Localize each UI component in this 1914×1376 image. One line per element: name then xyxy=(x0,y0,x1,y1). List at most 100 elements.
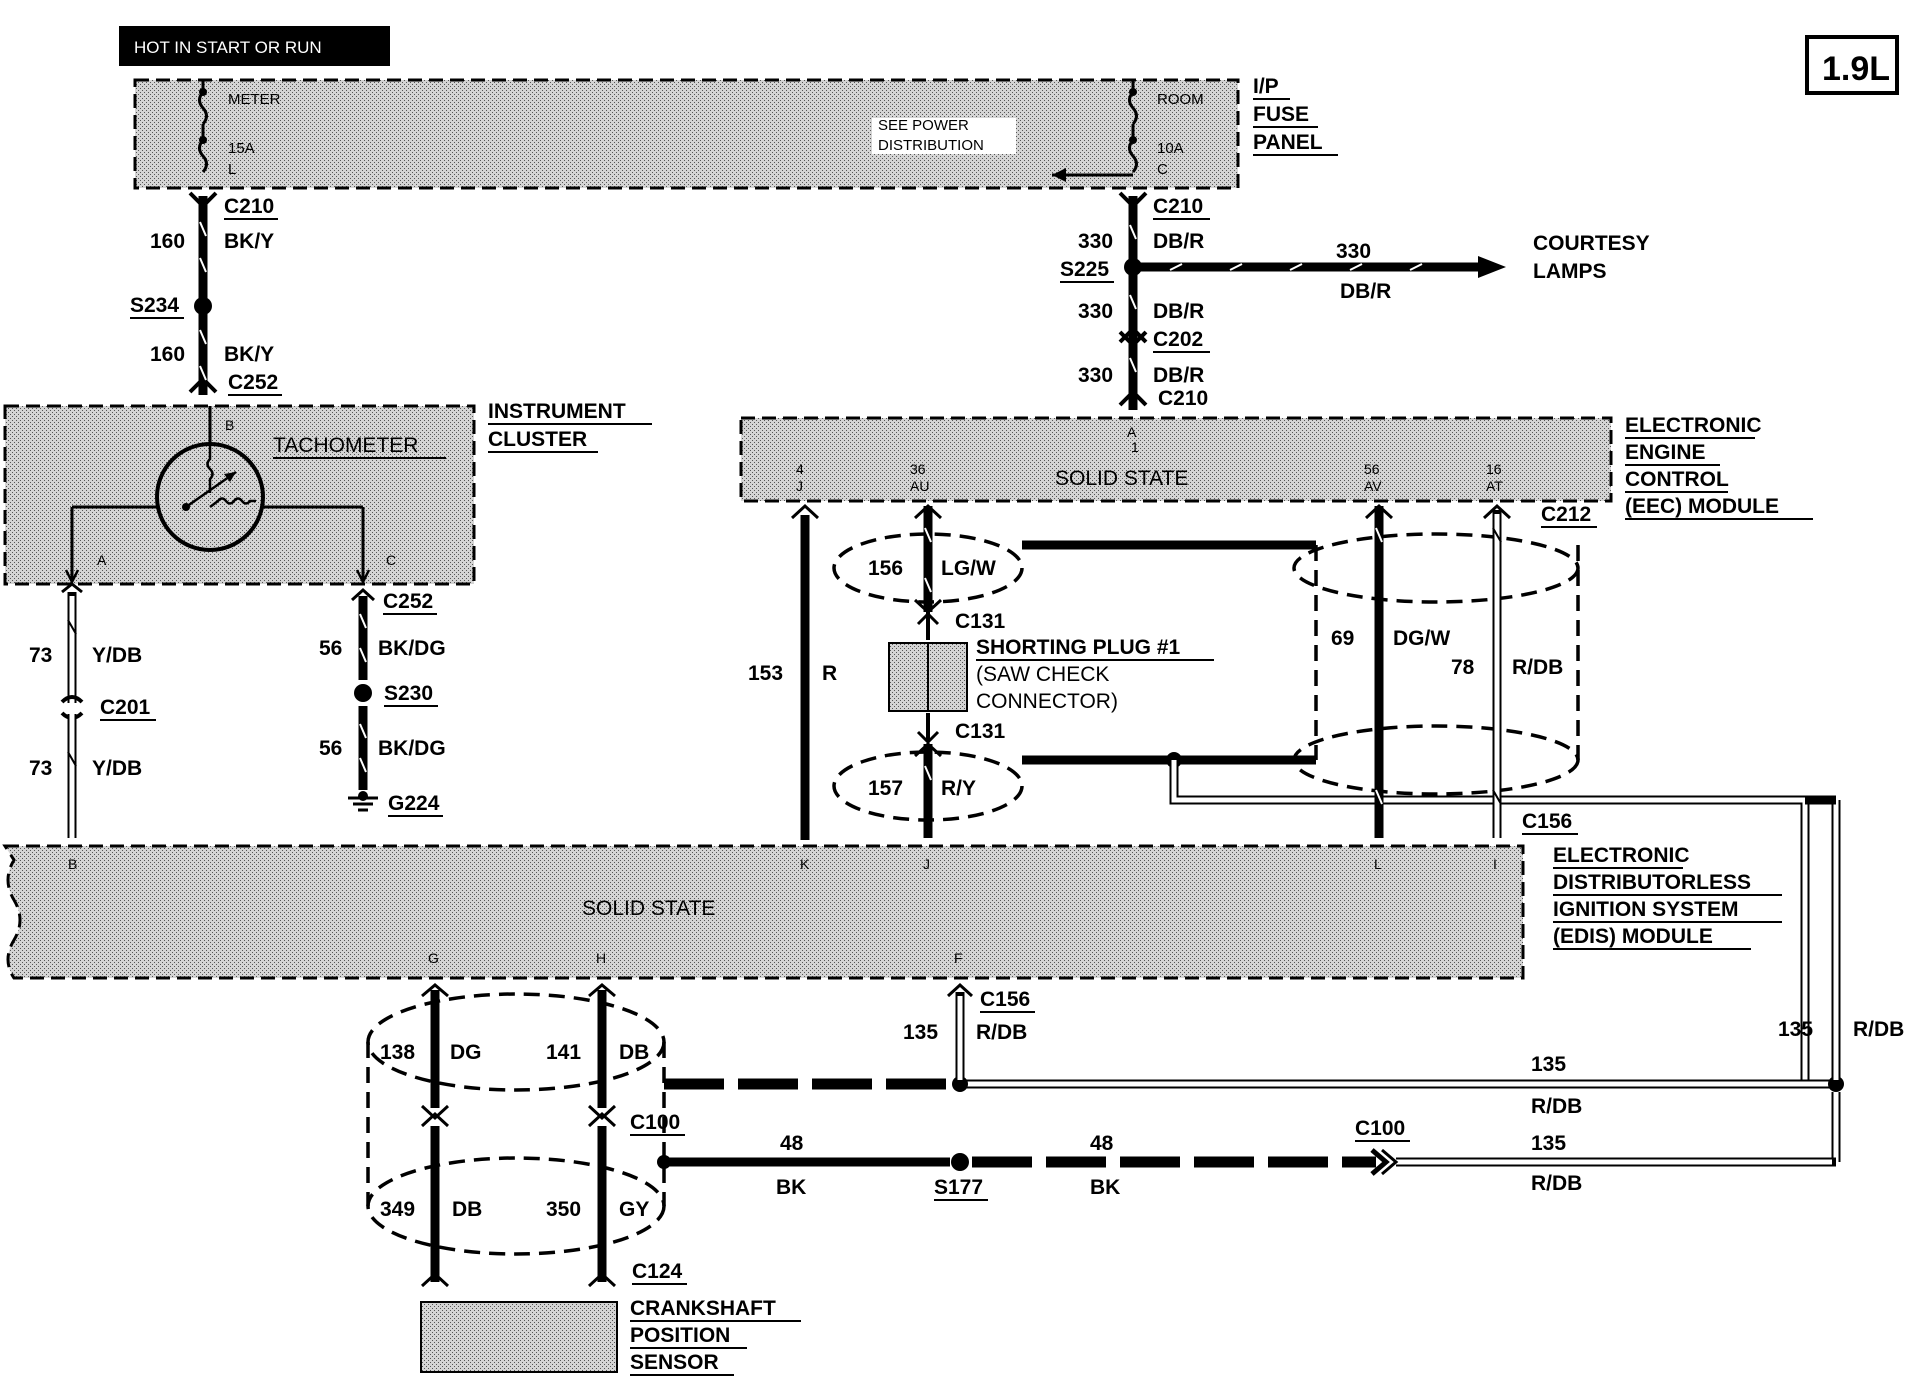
edis-pins: B K J L I G H F xyxy=(68,856,1497,966)
svg-text:ENGINE: ENGINE xyxy=(1625,441,1706,464)
eec-module-box xyxy=(739,416,1613,503)
svg-text:SHORTING PLUG #1: SHORTING PLUG #1 xyxy=(976,636,1181,659)
svg-text:CONTROL: CONTROL xyxy=(1625,468,1729,491)
branch-330-number: 330 xyxy=(1336,240,1371,263)
wire-138 xyxy=(420,983,450,1282)
wire-73-number: 73 xyxy=(29,644,52,667)
svg-text:CRANKSHAFT: CRANKSHAFT xyxy=(630,1297,776,1320)
wire-157 xyxy=(913,741,943,838)
wire-141-number: 141 xyxy=(546,1041,581,1064)
tach-pin-a: A xyxy=(97,552,107,568)
shield-drain-wire xyxy=(1022,540,1810,1084)
room-fuse-pin: C xyxy=(1157,161,1168,178)
svg-text:DISTRIBUTORLESS: DISTRIBUTORLESS xyxy=(1553,871,1751,894)
wire-141-color: DB xyxy=(619,1041,649,1064)
svg-text:IGNITION SYSTEM: IGNITION SYSTEM xyxy=(1553,898,1739,921)
wire-330-color: DB/R xyxy=(1153,230,1204,253)
wire-135-low-number: 135 xyxy=(1531,1132,1566,1155)
wire-330 xyxy=(1118,191,1148,410)
wire-56-number-2: 56 xyxy=(319,737,342,760)
shield-bottom-69-78 xyxy=(1292,724,1580,796)
instrument-cluster-box xyxy=(3,404,476,586)
svg-text:POSITION: POSITION xyxy=(630,1324,730,1347)
wire-141 xyxy=(587,983,617,1282)
connector-c131-top: C131 xyxy=(955,610,1006,633)
fuse-panel-note-bg xyxy=(872,118,1016,154)
splice-s177: S177 xyxy=(934,1176,983,1199)
connector-c201: C201 xyxy=(100,696,151,719)
eec-pin-4-letter: J xyxy=(796,478,803,494)
wire-73-number-2: 73 xyxy=(29,757,52,780)
room-fuse-name: ROOM xyxy=(1157,91,1204,108)
splice-s234: S234 xyxy=(130,294,179,317)
tachometer xyxy=(64,406,371,585)
shield-top-69-78 xyxy=(1292,532,1580,604)
svg-text:(EEC) MODULE: (EEC) MODULE xyxy=(1625,495,1779,518)
edis-module-box xyxy=(2,844,1525,980)
connector-c100-right: C100 xyxy=(1355,1117,1405,1140)
svg-text:G: G xyxy=(428,950,439,966)
svg-text:(SAW CHECK: (SAW CHECK xyxy=(976,663,1109,686)
svg-text:ELECTRONIC: ELECTRONIC xyxy=(1553,844,1690,867)
wire-349-color: DB xyxy=(452,1198,482,1221)
ip-fuse-panel xyxy=(133,78,1240,190)
svg-text:PANEL: PANEL xyxy=(1253,131,1323,154)
wire-56-color-2: BK/DG xyxy=(378,737,446,760)
wire-350-number: 350 xyxy=(546,1198,581,1221)
wire-156-color: LG/W xyxy=(941,557,996,580)
svg-text:SENSOR: SENSOR xyxy=(630,1351,719,1374)
eec-pin-1-letter: A xyxy=(1127,424,1137,440)
svg-text:FUSE: FUSE xyxy=(1253,103,1309,126)
svg-text:HOT IN START OR RUN: HOT IN START OR RUN xyxy=(134,38,322,57)
fuse-panel-note-line-1: SEE POWER xyxy=(878,117,969,134)
tachometer-label: TACHOMETER xyxy=(273,434,418,457)
fuse-panel-name: I/P FUSE PANEL xyxy=(1253,75,1338,156)
meter-fuse xyxy=(198,80,208,173)
connector-c252-bottom: C252 xyxy=(383,590,433,613)
wire-73-color: Y/DB xyxy=(92,644,142,667)
svg-text:I: I xyxy=(1493,856,1497,872)
wire-48 xyxy=(657,1148,1399,1176)
instrument-cluster-name: INSTRUMENT CLUSTER xyxy=(488,400,652,453)
svg-text:ELECTRONIC: ELECTRONIC xyxy=(1625,414,1762,437)
wire-160-color-2: BK/Y xyxy=(224,343,274,366)
svg-text:I/P: I/P xyxy=(1253,75,1279,98)
wire-153 xyxy=(790,503,820,840)
wire-135-mid-number: 135 xyxy=(1531,1053,1566,1076)
wire-135-mid-color: R/DB xyxy=(1531,1095,1582,1118)
hot-in-start-label: HOT IN START OR RUN xyxy=(119,26,390,66)
wire-157-color: R/Y xyxy=(941,777,976,800)
wire-138-color: DG xyxy=(450,1041,482,1064)
wire-350-color: GY xyxy=(619,1198,649,1221)
connector-c252-top: C252 xyxy=(228,371,278,394)
eec-pin-56-letter: AV xyxy=(1364,478,1382,494)
wire-160-color: BK/Y xyxy=(224,230,274,253)
wire-157-number: 157 xyxy=(868,777,903,800)
wire-78-color: R/DB xyxy=(1512,656,1563,679)
connector-c124: C124 xyxy=(632,1260,683,1283)
wire-138-number: 138 xyxy=(380,1041,415,1064)
wire-160-number-2: 160 xyxy=(150,343,185,366)
wire-48-number: 48 xyxy=(780,1132,804,1155)
edis-solid-state: SOLID STATE xyxy=(582,897,715,920)
room-fuse xyxy=(1052,80,1138,182)
splice-s225: S225 xyxy=(1060,258,1109,281)
wire-156-number: 156 xyxy=(868,557,903,580)
wire-48-color-2: BK xyxy=(1090,1176,1120,1199)
svg-text:1.9L: 1.9L xyxy=(1822,50,1890,88)
wire-135-low-color: R/DB xyxy=(1531,1172,1582,1195)
wire-330-color-3: DB/R xyxy=(1153,364,1204,387)
wire-78-number: 78 xyxy=(1451,656,1475,679)
connector-c210-right: C210 xyxy=(1153,195,1203,218)
wire-330-color-2: DB/R xyxy=(1153,300,1204,323)
svg-text:L: L xyxy=(1374,856,1382,872)
svg-text:K: K xyxy=(800,856,810,872)
svg-text:F: F xyxy=(954,950,963,966)
wire-153-color: R xyxy=(822,662,837,685)
wire-73-color-2: Y/DB xyxy=(92,757,142,780)
eec-pin-4-num: 4 xyxy=(796,461,804,477)
wire-69-number: 69 xyxy=(1331,627,1354,650)
wire-135-down-color: R/DB xyxy=(976,1021,1027,1044)
svg-text:(EDIS) MODULE: (EDIS) MODULE xyxy=(1553,925,1713,948)
